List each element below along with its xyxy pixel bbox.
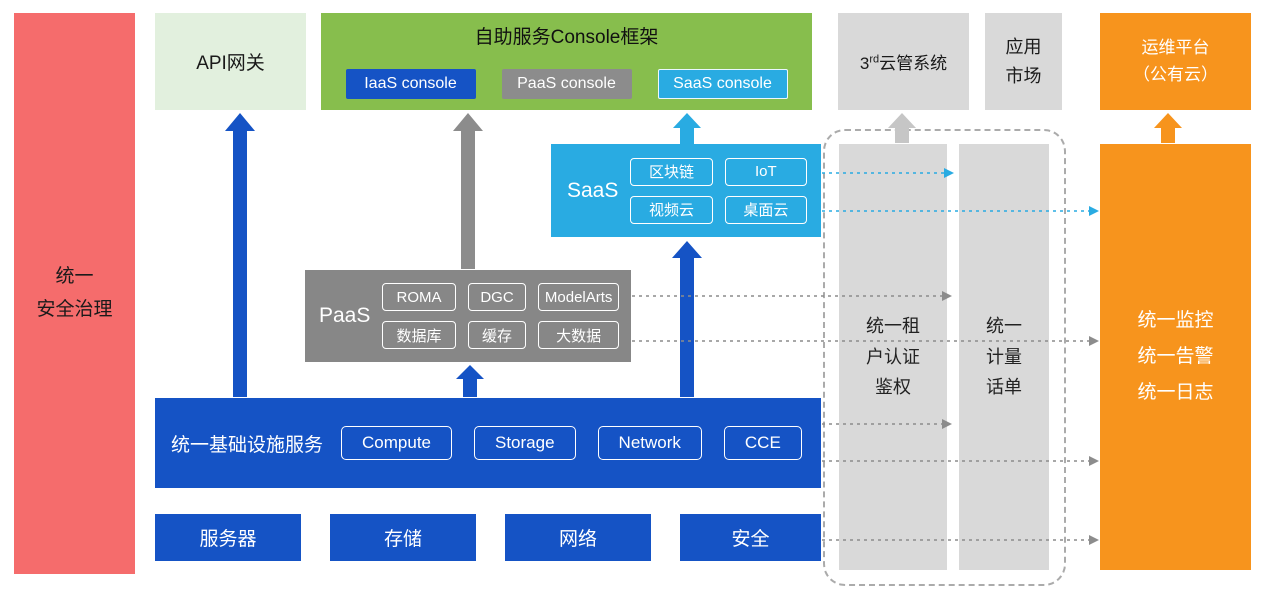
paas-chip-cache: 缓存 — [467, 321, 527, 349]
arrow-saas-to-console — [673, 113, 701, 144]
security-governance-bar: 统一 安全治理 — [14, 13, 135, 574]
iaas-console-chip: IaaS console — [345, 69, 476, 99]
paas-chip-bigdata: 大数据 — [538, 321, 619, 349]
arrow-infra-to-paas — [456, 365, 484, 397]
saas-box: SaaS 区块链 IoT 视频云 桌面云 — [551, 144, 821, 237]
paas-chip-grid: ROMA DGC ModelArts 数据库 缓存 大数据 — [382, 283, 619, 349]
saas-label: SaaS — [567, 178, 619, 202]
arrow-infra-to-api-gateway — [225, 113, 255, 397]
infra-chip-storage: Storage — [474, 426, 576, 460]
infrastructure-chip-row: Compute Storage Network CCE — [341, 426, 802, 460]
metering-bar: 统一 计量 话单 — [959, 144, 1049, 570]
infra-chip-cce: CCE — [723, 426, 802, 460]
saas-chip-iot: IoT — [724, 157, 807, 186]
dashed-link-infra-to-monitoring-head — [1089, 456, 1099, 466]
arrow-monitoring-to-om — [1154, 113, 1182, 143]
dashed-link-security-to-monitoring-head — [1089, 535, 1099, 545]
saas-chip-desktop-cloud: 桌面云 — [724, 195, 807, 224]
saas-console-chip: SaaS console — [657, 69, 788, 99]
storage-box: 存储 — [330, 514, 476, 561]
console-chip-row: IaaS console PaaS console SaaS console — [321, 69, 812, 99]
third-party-cms-label: 3rd云管系统 — [859, 53, 948, 73]
paas-console-chip: PaaS console — [501, 69, 632, 99]
app-market-box: 应用 市场 — [985, 13, 1062, 110]
infrastructure-box: 统一基础设施服务 Compute Storage Network CCE — [155, 398, 821, 488]
paas-label: PaaS — [319, 304, 371, 327]
third-party-cms-box: 3rd云管系统 — [838, 13, 969, 110]
console-framework-title: 自助服务Console框架 — [474, 27, 659, 48]
paas-chip-modelarts: ModelArts — [538, 283, 619, 311]
console-framework-box: 自助服务Console框架 IaaS console PaaS console … — [321, 13, 812, 110]
infra-chip-compute: Compute — [341, 426, 452, 460]
dashed-group-border — [823, 129, 1066, 586]
tenant-auth-bar: 统一租 户认证 鉴权 — [839, 144, 947, 570]
saas-chip-video-cloud: 视频云 — [630, 195, 713, 224]
paas-chip-dgc: DGC — [467, 283, 527, 311]
arrow-paas-to-console — [453, 113, 483, 269]
monitoring-bar: 统一监控 统一告警 统一日志 — [1100, 144, 1251, 570]
saas-chip-grid: 区块链 IoT 视频云 桌面云 — [630, 157, 807, 224]
dashed-link-paas-to-monitoring-head — [1089, 336, 1099, 346]
om-platform-box: 运维平台 （公有云） — [1100, 13, 1251, 110]
infra-chip-network: Network — [597, 426, 702, 460]
server-box: 服务器 — [155, 514, 301, 561]
dashed-link-saas-to-monitoring-head — [1089, 206, 1099, 216]
network-box: 网络 — [505, 514, 651, 561]
security-box: 安全 — [680, 514, 821, 561]
paas-box: PaaS ROMA DGC ModelArts 数据库 缓存 大数据 — [305, 270, 631, 362]
saas-chip-blockchain: 区块链 — [630, 157, 713, 186]
arrow-infra-to-saas — [672, 241, 702, 397]
infrastructure-label: 统一基础设施服务 — [171, 434, 324, 456]
paas-chip-roma: ROMA — [382, 283, 456, 311]
api-gateway-box: API网关 — [155, 13, 306, 110]
paas-chip-database: 数据库 — [382, 321, 456, 349]
